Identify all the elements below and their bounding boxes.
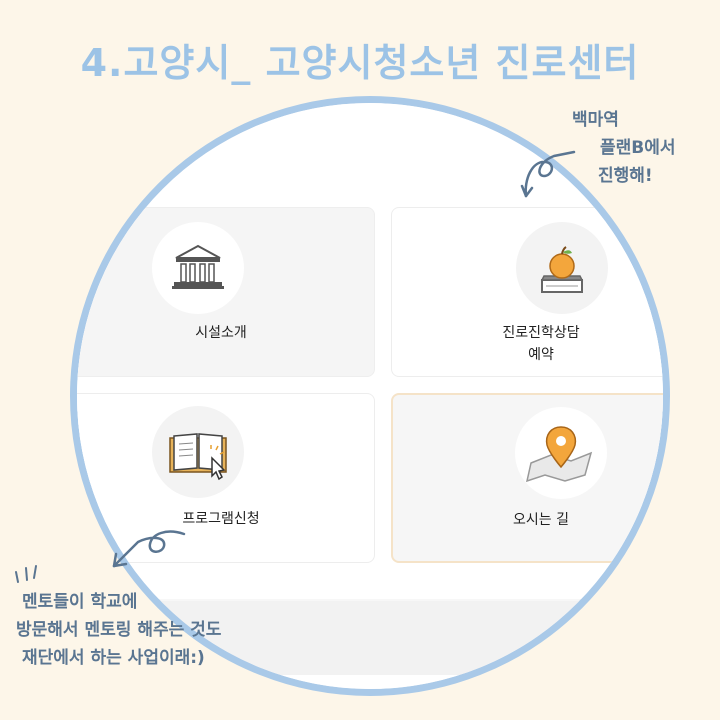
note-bottom-left: 멘토들이 학교에 방문해서 멘토링 해주는 것도 재단에서 하는 사업이래:) [16, 588, 221, 672]
menu-card-label: 오시는 길 [513, 512, 569, 528]
note-line: 플랜B에서 [600, 138, 676, 158]
menu-card-label: 프로그램신청 [182, 511, 260, 527]
menu-card-label: 시설소개 [195, 325, 247, 341]
menu-card-directions[interactable]: 오시는 길 [391, 393, 663, 563]
top-bar [77, 103, 663, 199]
note-line: 진행해! [598, 166, 653, 186]
map-pin-icon [515, 407, 607, 499]
menu-card-facility[interactable]: 시설소개 [77, 207, 375, 377]
note-line: 재단에서 하는 사업이래:) [22, 648, 205, 668]
building-icon [152, 222, 244, 314]
phone-screen-magnifier: 시설소개 진로진학상담 예약 [70, 96, 670, 696]
footer-area [77, 675, 663, 689]
note-line: 백마역 [572, 110, 619, 130]
note-top-right: 백마역 플랜B에서 진행해! [572, 106, 676, 190]
menu-card-counseling[interactable]: 진로진학상담 예약 [391, 207, 663, 377]
sparkle-marks-icon [15, 565, 37, 583]
page-title: 4.고양시_ 고양시청소년 진로센터 [80, 41, 640, 85]
open-book-icon [152, 406, 244, 498]
swirl-arrow-icon [520, 150, 576, 198]
app-screen: 시설소개 진로진학상담 예약 [77, 103, 663, 689]
menu-card-label: 진로진학상담 예약 [502, 325, 580, 363]
menu-card-program[interactable]: 프로그램신청 [77, 393, 375, 563]
apple-book-icon [516, 222, 608, 314]
footer-band [77, 601, 663, 675]
swirl-arrow-icon [112, 530, 186, 568]
note-line: 방문해서 멘토링 해주는 것도 [16, 620, 222, 640]
note-line: 멘토들이 학교에 [22, 592, 138, 612]
